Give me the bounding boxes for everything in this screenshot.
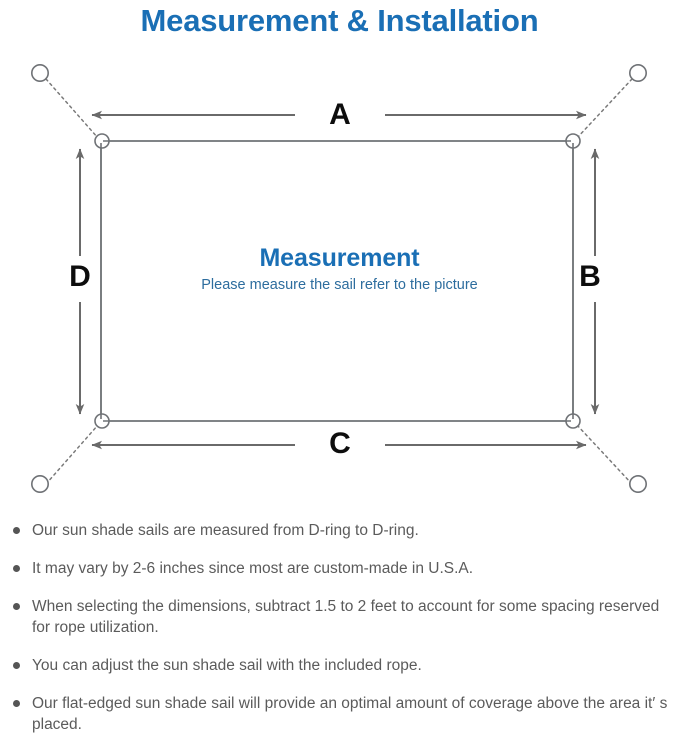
list-item: Our flat-edged sun shade sail will provi… bbox=[0, 693, 679, 735]
sun-shade-sail-measurement-diagram: Measurement Please measure the sail refe… bbox=[0, 44, 679, 514]
bullet-icon bbox=[13, 700, 20, 707]
anchor-top-left bbox=[30, 63, 49, 82]
measurement-heading: Measurement bbox=[259, 244, 420, 272]
measurement-subtext: Please measure the sail refer to the pic… bbox=[201, 277, 478, 293]
anchor-bottom-left bbox=[30, 474, 49, 493]
d-rings bbox=[94, 133, 581, 429]
note-text: It may vary by 2-6 inches since most are… bbox=[32, 560, 474, 577]
anchor-rings bbox=[30, 63, 647, 493]
notes-list: Our sun shade sails are measured from D-… bbox=[0, 520, 679, 752]
bullet-icon bbox=[13, 527, 20, 534]
dimension-label-a: A bbox=[329, 98, 351, 131]
note-text: You can adjust the sun shade sail with t… bbox=[32, 657, 422, 674]
bullet-icon bbox=[13, 662, 20, 669]
rope-lines bbox=[45, 78, 633, 485]
rope-bottom-left bbox=[45, 424, 99, 485]
note-text: Our sun shade sails are measured from D-… bbox=[32, 522, 419, 539]
bullet-icon bbox=[13, 565, 20, 572]
sail-edge-overlay bbox=[100, 140, 574, 422]
note-text: Our flat-edged sun shade sail will provi… bbox=[32, 695, 668, 733]
list-item: Our sun shade sails are measured from D-… bbox=[0, 520, 679, 541]
list-item: When selecting the dimensions, subtract … bbox=[0, 596, 679, 638]
anchor-top-right bbox=[628, 63, 647, 82]
rope-top-right bbox=[576, 78, 633, 139]
dimension-label-d: D bbox=[69, 260, 91, 293]
list-item: It may vary by 2-6 inches since most are… bbox=[0, 558, 679, 579]
list-item: You can adjust the sun shade sail with t… bbox=[0, 655, 679, 676]
rope-bottom-right bbox=[576, 424, 633, 485]
rope-top-left bbox=[45, 78, 99, 139]
dimension-label-b: B bbox=[579, 260, 601, 293]
note-text: When selecting the dimensions, subtract … bbox=[32, 598, 660, 636]
dimension-label-c: C bbox=[329, 427, 351, 460]
anchor-bottom-right bbox=[628, 474, 647, 493]
page-title: Measurement & Installation bbox=[140, 3, 539, 38]
bullet-icon bbox=[13, 603, 20, 610]
